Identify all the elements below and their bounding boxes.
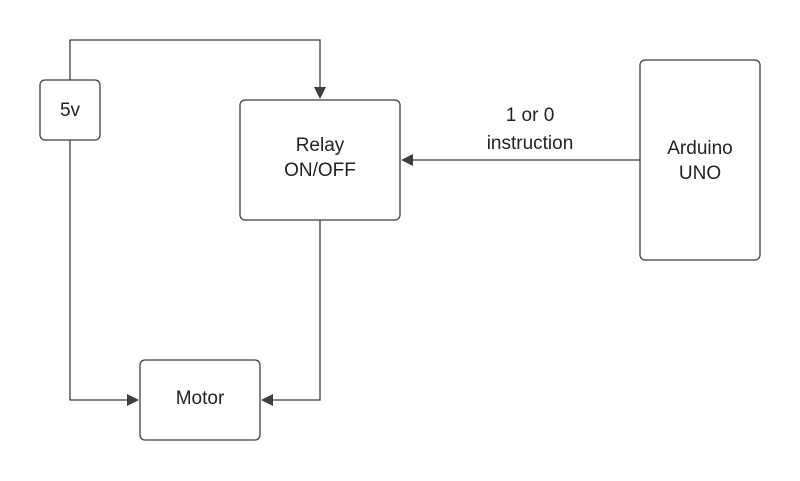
arrowhead-into-relay-right [401,154,413,166]
arrowhead-into-motor-left [127,394,139,406]
node-5v: 5v [39,79,101,141]
arrowhead-into-relay-top [314,87,326,99]
node-motor-label: Motor [176,388,225,409]
node-arduino: Arduino UNO [639,59,761,261]
node-motor: Motor [139,359,261,441]
wire-5v-to-motor [69,140,130,401]
wire-5v-to-relay [69,39,321,90]
node-relay-label-line2: ON/OFF [284,160,356,181]
node-relay: Relay ON/OFF [239,99,401,221]
node-arduino-label-line1: Arduino [667,138,733,159]
edge-label-line1: 1 or 0 [506,105,555,126]
node-relay-label-line1: Relay [296,135,345,156]
node-5v-label: 5v [60,100,81,121]
edge-label-line2: instruction [487,133,574,154]
edge-label-arduino-to-relay: 1 or 0 instruction [487,105,574,154]
arrowhead-into-motor-right [261,394,273,406]
node-arduino-label-line2: UNO [679,163,721,184]
wire-relay-to-motor [270,220,321,401]
